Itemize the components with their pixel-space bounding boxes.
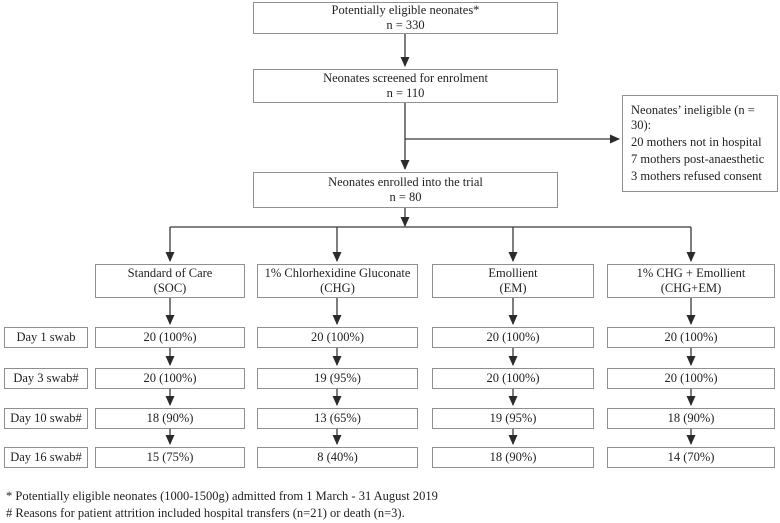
- screened-label: Neonates screened for enrolment: [323, 70, 488, 85]
- ineligible-title: Neonates’ ineligible (n = 30):: [631, 103, 755, 133]
- soc-day1-value-box: 20 (100%): [95, 327, 245, 348]
- enrolled-label: Neonates enrolled into the trial: [328, 174, 483, 189]
- ineligible-box: Neonates’ ineligible (n = 30): 20 mother…: [622, 95, 778, 192]
- arm-name: 1% Chlorhexidine Gluconate: [264, 265, 411, 280]
- row-label-day3: Day 3 swab#: [4, 368, 88, 389]
- chg-day10-value-box: 13 (65%): [257, 408, 418, 429]
- row-label-day1: Day 1 swab: [4, 327, 88, 348]
- enrolled-box: Neonates enrolled into the trial n = 80: [253, 172, 558, 208]
- soc-day3-value-box: 20 (100%): [95, 368, 245, 389]
- footnote-eligibility: * Potentially eligible neonates (1000-15…: [6, 489, 438, 503]
- eligible-box: Potentially eligible neonates* n = 330: [253, 2, 558, 34]
- chg-day1-value-box: 20 (100%): [257, 327, 418, 348]
- row-label-day16: Day 16 swab#: [4, 447, 88, 468]
- chg-day16-value-box: 8 (40%): [257, 447, 418, 468]
- eligible-label: Potentially eligible neonates*: [331, 2, 480, 17]
- ineligible-reason: 20 mothers not in hospital: [631, 135, 762, 150]
- enrolled-count: n = 80: [389, 190, 422, 204]
- em-day10-value-box: 19 (95%): [432, 408, 594, 429]
- chgem-day1-value-box: 20 (100%): [607, 327, 775, 348]
- arm-header-em: Emollient (EM): [432, 264, 594, 298]
- arm-header-chg: 1% Chlorhexidine Gluconate (CHG): [257, 264, 418, 298]
- soc-day10-value-box: 18 (90%): [95, 408, 245, 429]
- em-day16-value-box: 18 (90%): [432, 447, 594, 468]
- chg-day3-value-box: 19 (95%): [257, 368, 418, 389]
- arm-header-soc: Standard of Care (SOC): [95, 264, 245, 298]
- screened-box: Neonates screened for enrolment n = 110: [253, 69, 558, 103]
- footnote-attrition: # Reasons for patient attrition included…: [6, 506, 405, 520]
- ineligible-reason: 7 mothers post-anaesthetic: [631, 151, 765, 166]
- arm-name: Standard of Care: [127, 265, 213, 280]
- arm-header-chgem: 1% CHG + Emollient (CHG+EM): [607, 264, 775, 298]
- arm-abbr: (CHG): [320, 281, 355, 295]
- arm-abbr: (CHG+EM): [660, 281, 722, 295]
- chgem-day16-value-box: 14 (70%): [607, 447, 775, 468]
- arm-abbr: (SOC): [153, 281, 187, 295]
- chgem-day10-value-box: 18 (90%): [607, 408, 775, 429]
- screened-count: n = 110: [386, 86, 425, 100]
- eligible-count: n = 330: [386, 18, 425, 32]
- arm-abbr: (EM): [499, 281, 527, 295]
- arm-name: 1% CHG + Emollient: [636, 265, 746, 280]
- soc-day16-value-box: 15 (75%): [95, 447, 245, 468]
- row-label-day10: Day 10 swab#: [4, 408, 88, 429]
- arm-name: Emollient: [488, 265, 538, 280]
- chgem-day3-value-box: 20 (100%): [607, 368, 775, 389]
- ineligible-reason: 3 mothers refused consent: [631, 168, 762, 183]
- em-day3-value-box: 20 (100%): [432, 368, 594, 389]
- em-day1-value-box: 20 (100%): [432, 327, 594, 348]
